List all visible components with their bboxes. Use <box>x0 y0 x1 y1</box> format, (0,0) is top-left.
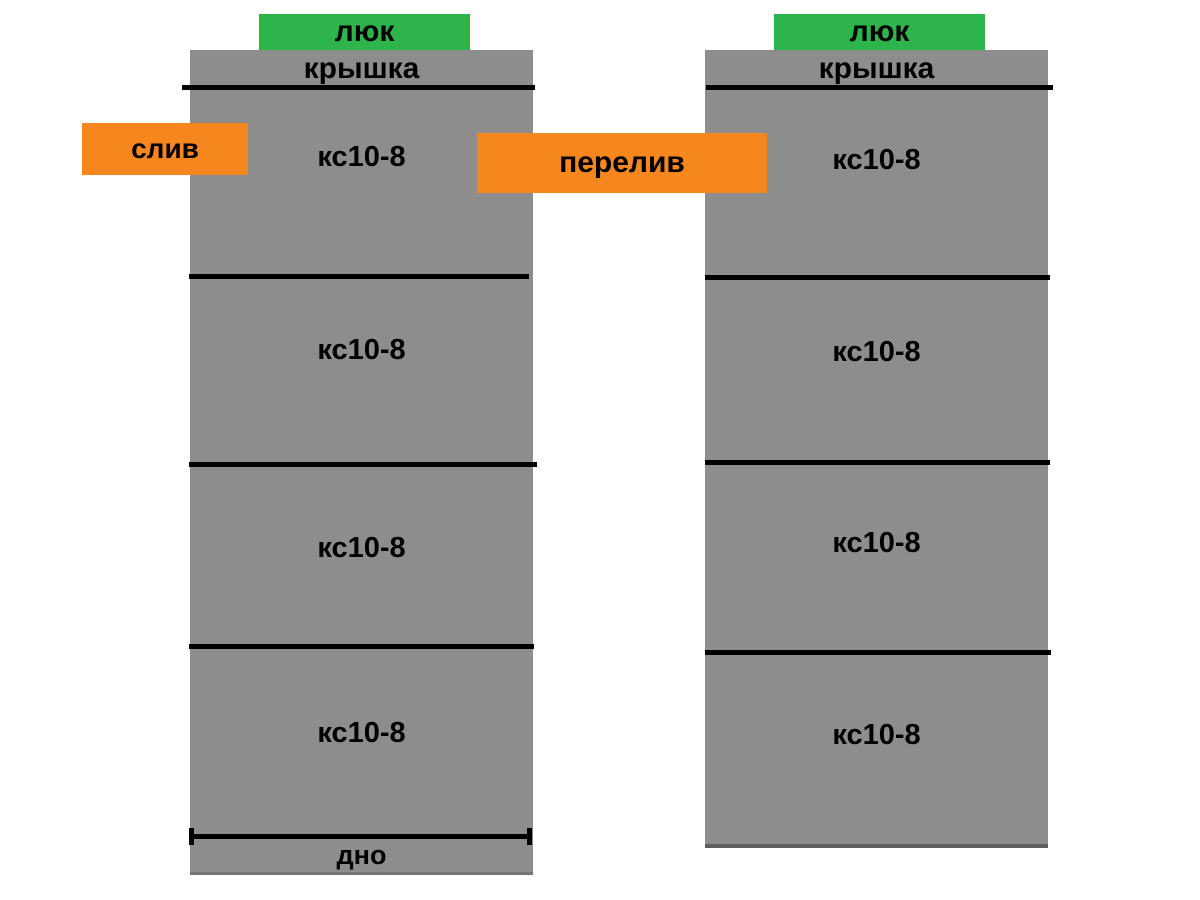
ring-label: кс10-8 <box>317 334 406 366</box>
overflow-callout: перелив <box>477 133 767 193</box>
manhole-hatch-right: люк <box>774 14 985 50</box>
ring-joint-line <box>189 274 529 279</box>
bottom-line-end-tick <box>189 828 194 845</box>
ring-joint-line <box>189 644 534 649</box>
ring-label: кс10-8 <box>832 719 921 751</box>
overflow-callout-label: перелив <box>559 146 685 179</box>
ring-label: кс10-8 <box>832 336 921 368</box>
ring-label: кс10-8 <box>317 717 406 749</box>
manhole-hatch-left-label: люк <box>334 15 395 48</box>
cover-label-right: крышка <box>818 52 935 85</box>
drain-callout-label: слив <box>131 133 199 164</box>
cover-joint-line <box>182 85 535 90</box>
ring-joint-line <box>705 275 1050 280</box>
ring-joint-line <box>189 462 537 467</box>
column-bottom-edge <box>190 872 533 875</box>
ring-label: кс10-8 <box>317 141 406 173</box>
ring-joint-line <box>705 650 1051 655</box>
bottom-slab-label: дно <box>336 840 387 870</box>
bottom-line-end-tick <box>527 828 532 845</box>
ring-label: кс10-8 <box>832 144 921 176</box>
ring-joint-line <box>705 460 1050 465</box>
drain-callout: слив <box>82 123 248 175</box>
ring-label: кс10-8 <box>832 527 921 559</box>
bottom-slab-line <box>189 828 532 845</box>
cover-label-left: крышка <box>303 52 420 85</box>
cover-joint-line <box>706 85 1053 90</box>
ring-label: кс10-8 <box>317 532 406 564</box>
manhole-hatch-left: люк <box>259 14 470 50</box>
well-column-left: крышка кс10-8 кс10-8 кс10-8 кс10-8 дно <box>182 50 537 875</box>
manhole-hatch-right-label: люк <box>849 15 910 48</box>
column-bottom-edge <box>705 844 1048 848</box>
